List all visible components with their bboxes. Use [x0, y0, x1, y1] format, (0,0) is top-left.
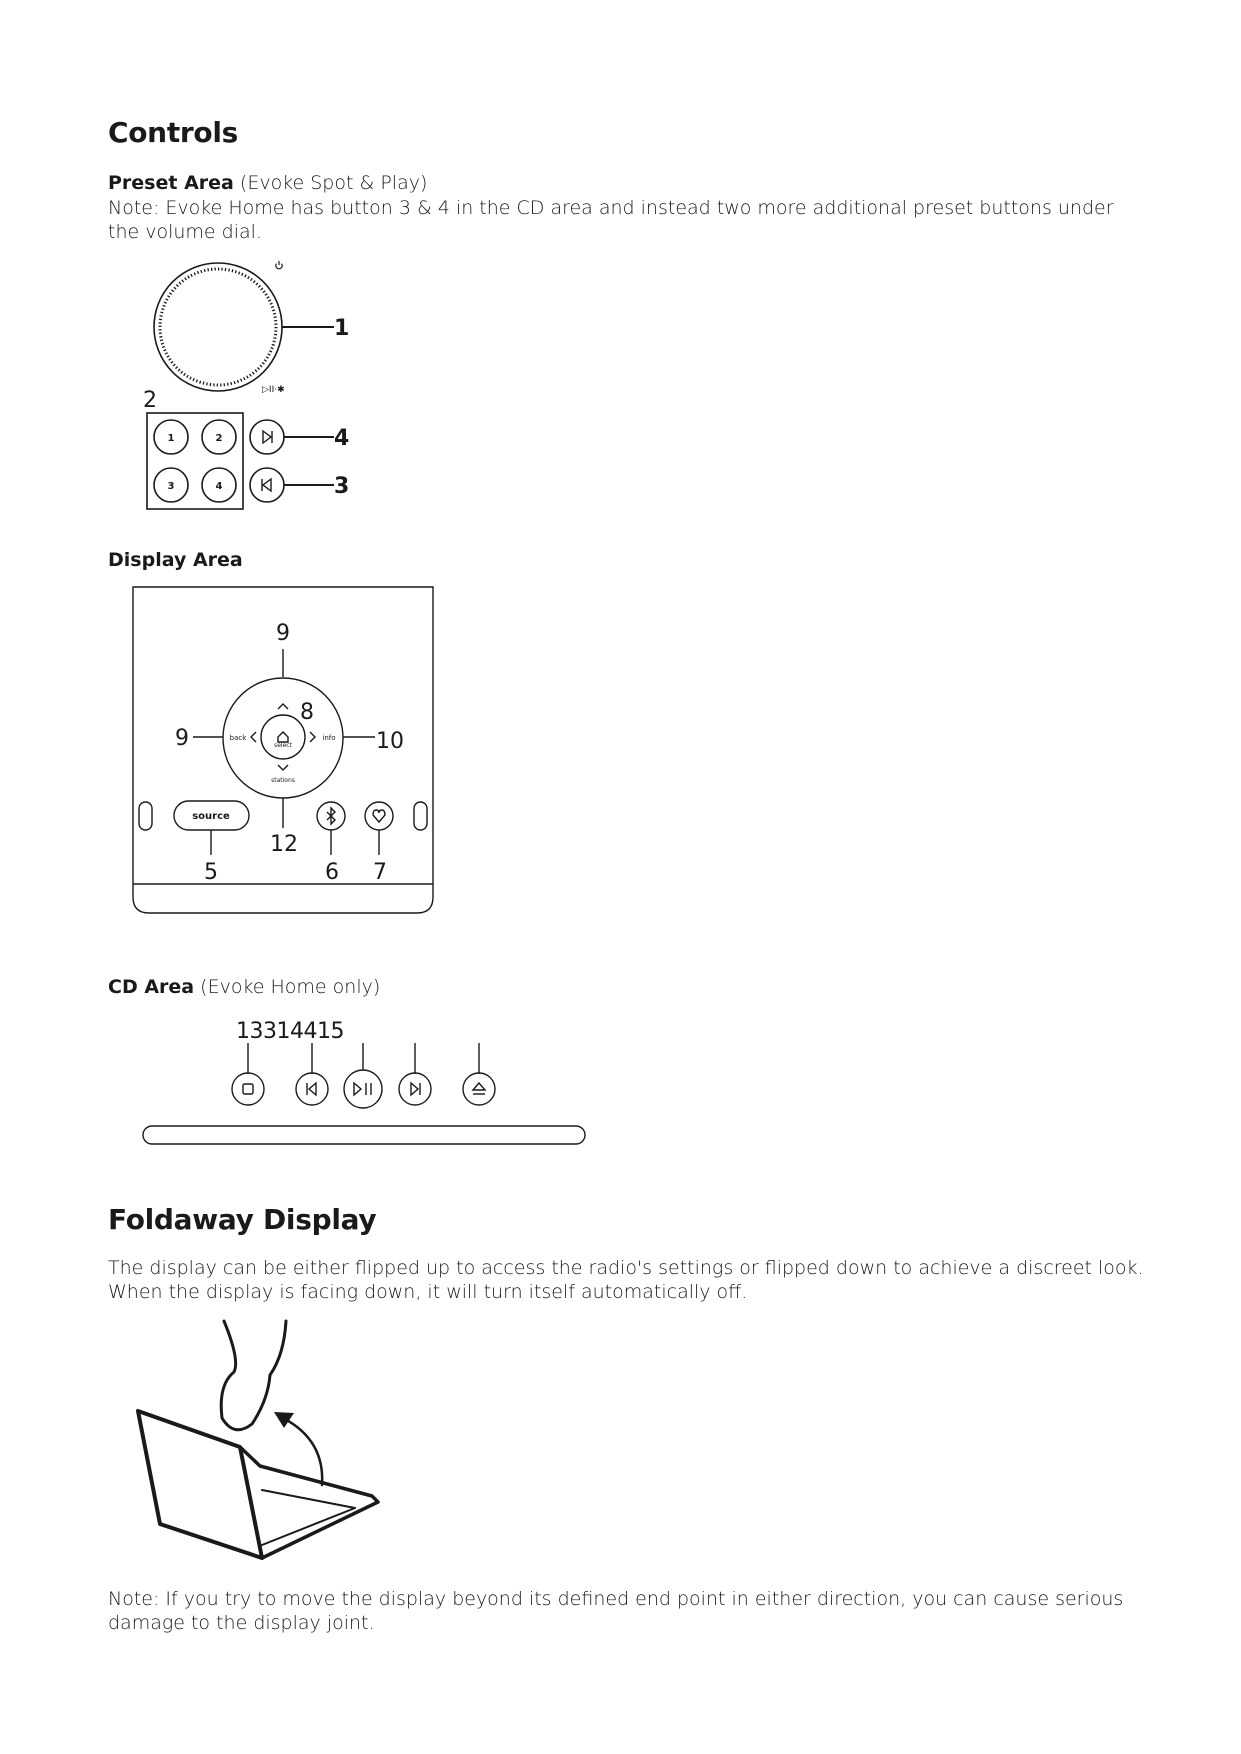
preset-area-subheading: Preset Area (Evoke Spot & Play)	[108, 172, 427, 194]
right-side-slot	[413, 801, 428, 831]
finger	[219, 1319, 288, 1432]
down-chevron-icon	[277, 764, 289, 771]
foldaway-heading: Foldaway Display	[108, 1203, 377, 1236]
preset-area-qualifier: (Evoke Spot & Play)	[239, 172, 428, 194]
cd-area-qualifier: (Evoke Home only)	[200, 976, 381, 998]
home-icon	[277, 731, 289, 743]
callout-8: 8	[300, 700, 314, 725]
display-area-title: Display Area	[108, 549, 243, 571]
source-label: source	[192, 811, 230, 822]
play-pause-icon	[353, 1081, 372, 1097]
preset-button-1	[153, 419, 189, 455]
callout-2: 2	[143, 388, 157, 413]
back-label: back	[230, 734, 248, 742]
callout-1: 1	[334, 316, 349, 341]
curved-arrow-icon	[281, 1416, 324, 1487]
select-button	[260, 714, 306, 760]
right-chevron-icon	[309, 731, 316, 743]
left-side-slot	[138, 801, 153, 831]
callout-11: 9	[276, 621, 290, 646]
dial-play-pause-bluetooth-label: ▷II·✱	[262, 385, 285, 395]
callout-9: 9	[175, 726, 189, 751]
info-label: info	[322, 734, 335, 742]
stations-label: stations	[271, 777, 295, 784]
previous-icon	[306, 1081, 317, 1097]
callout-7: 7	[373, 860, 387, 885]
previous-icon	[261, 477, 272, 493]
preset-label-2: 2	[216, 433, 223, 444]
bluetooth-icon	[326, 806, 336, 826]
cd-area-title: CD Area	[108, 976, 195, 998]
display-area-subheading: Display Area	[108, 549, 243, 571]
preset-area-note: Note: Evoke Home has button 3 & 4 in the…	[108, 197, 1114, 243]
preset-group-box	[146, 412, 244, 510]
preset-label-4: 4	[216, 481, 223, 492]
callout-3: 3	[334, 474, 349, 499]
cd-callouts: 13314415	[236, 1019, 344, 1044]
preset-button-3	[153, 467, 189, 503]
cd-slot	[142, 1125, 586, 1145]
cd-next-button	[398, 1072, 432, 1106]
display-base	[238, 1445, 380, 1560]
preset-label-3: 3	[168, 481, 175, 492]
foldaway-note: Note: If you try to move the display bey…	[108, 1588, 1124, 1634]
select-label: select	[274, 742, 292, 749]
callout-4: 4	[334, 426, 349, 451]
display-panel-outline	[132, 586, 434, 914]
up-chevron-icon	[277, 703, 289, 710]
callout-5: 5	[204, 860, 218, 885]
preset-label-1: 1	[168, 433, 175, 444]
eject-icon	[471, 1081, 487, 1095]
stop-icon	[242, 1083, 254, 1095]
cd-stop-button	[231, 1072, 265, 1106]
display-panel	[136, 1409, 264, 1560]
callout-12: 12	[270, 832, 298, 857]
cd-play-pause-button	[343, 1069, 383, 1109]
preset-area-title: Preset Area	[108, 172, 234, 194]
callout-10: 10	[376, 729, 404, 754]
callout-6: 6	[325, 860, 339, 885]
preset-button-2	[201, 419, 237, 455]
next-icon	[262, 429, 273, 445]
foldaway-description: The display can be either flipped up to …	[108, 1257, 1144, 1303]
heart-icon	[372, 809, 386, 824]
volume-dial-knurling	[158, 267, 278, 387]
controls-heading: Controls	[108, 116, 239, 149]
cd-previous-button	[295, 1072, 329, 1106]
cd-area-subheading: CD Area (Evoke Home only)	[108, 976, 380, 998]
preset-button-4	[201, 467, 237, 503]
next-icon	[410, 1081, 421, 1097]
power-icon	[275, 261, 283, 270]
cd-eject-button	[462, 1072, 496, 1106]
left-chevron-icon	[250, 731, 257, 743]
